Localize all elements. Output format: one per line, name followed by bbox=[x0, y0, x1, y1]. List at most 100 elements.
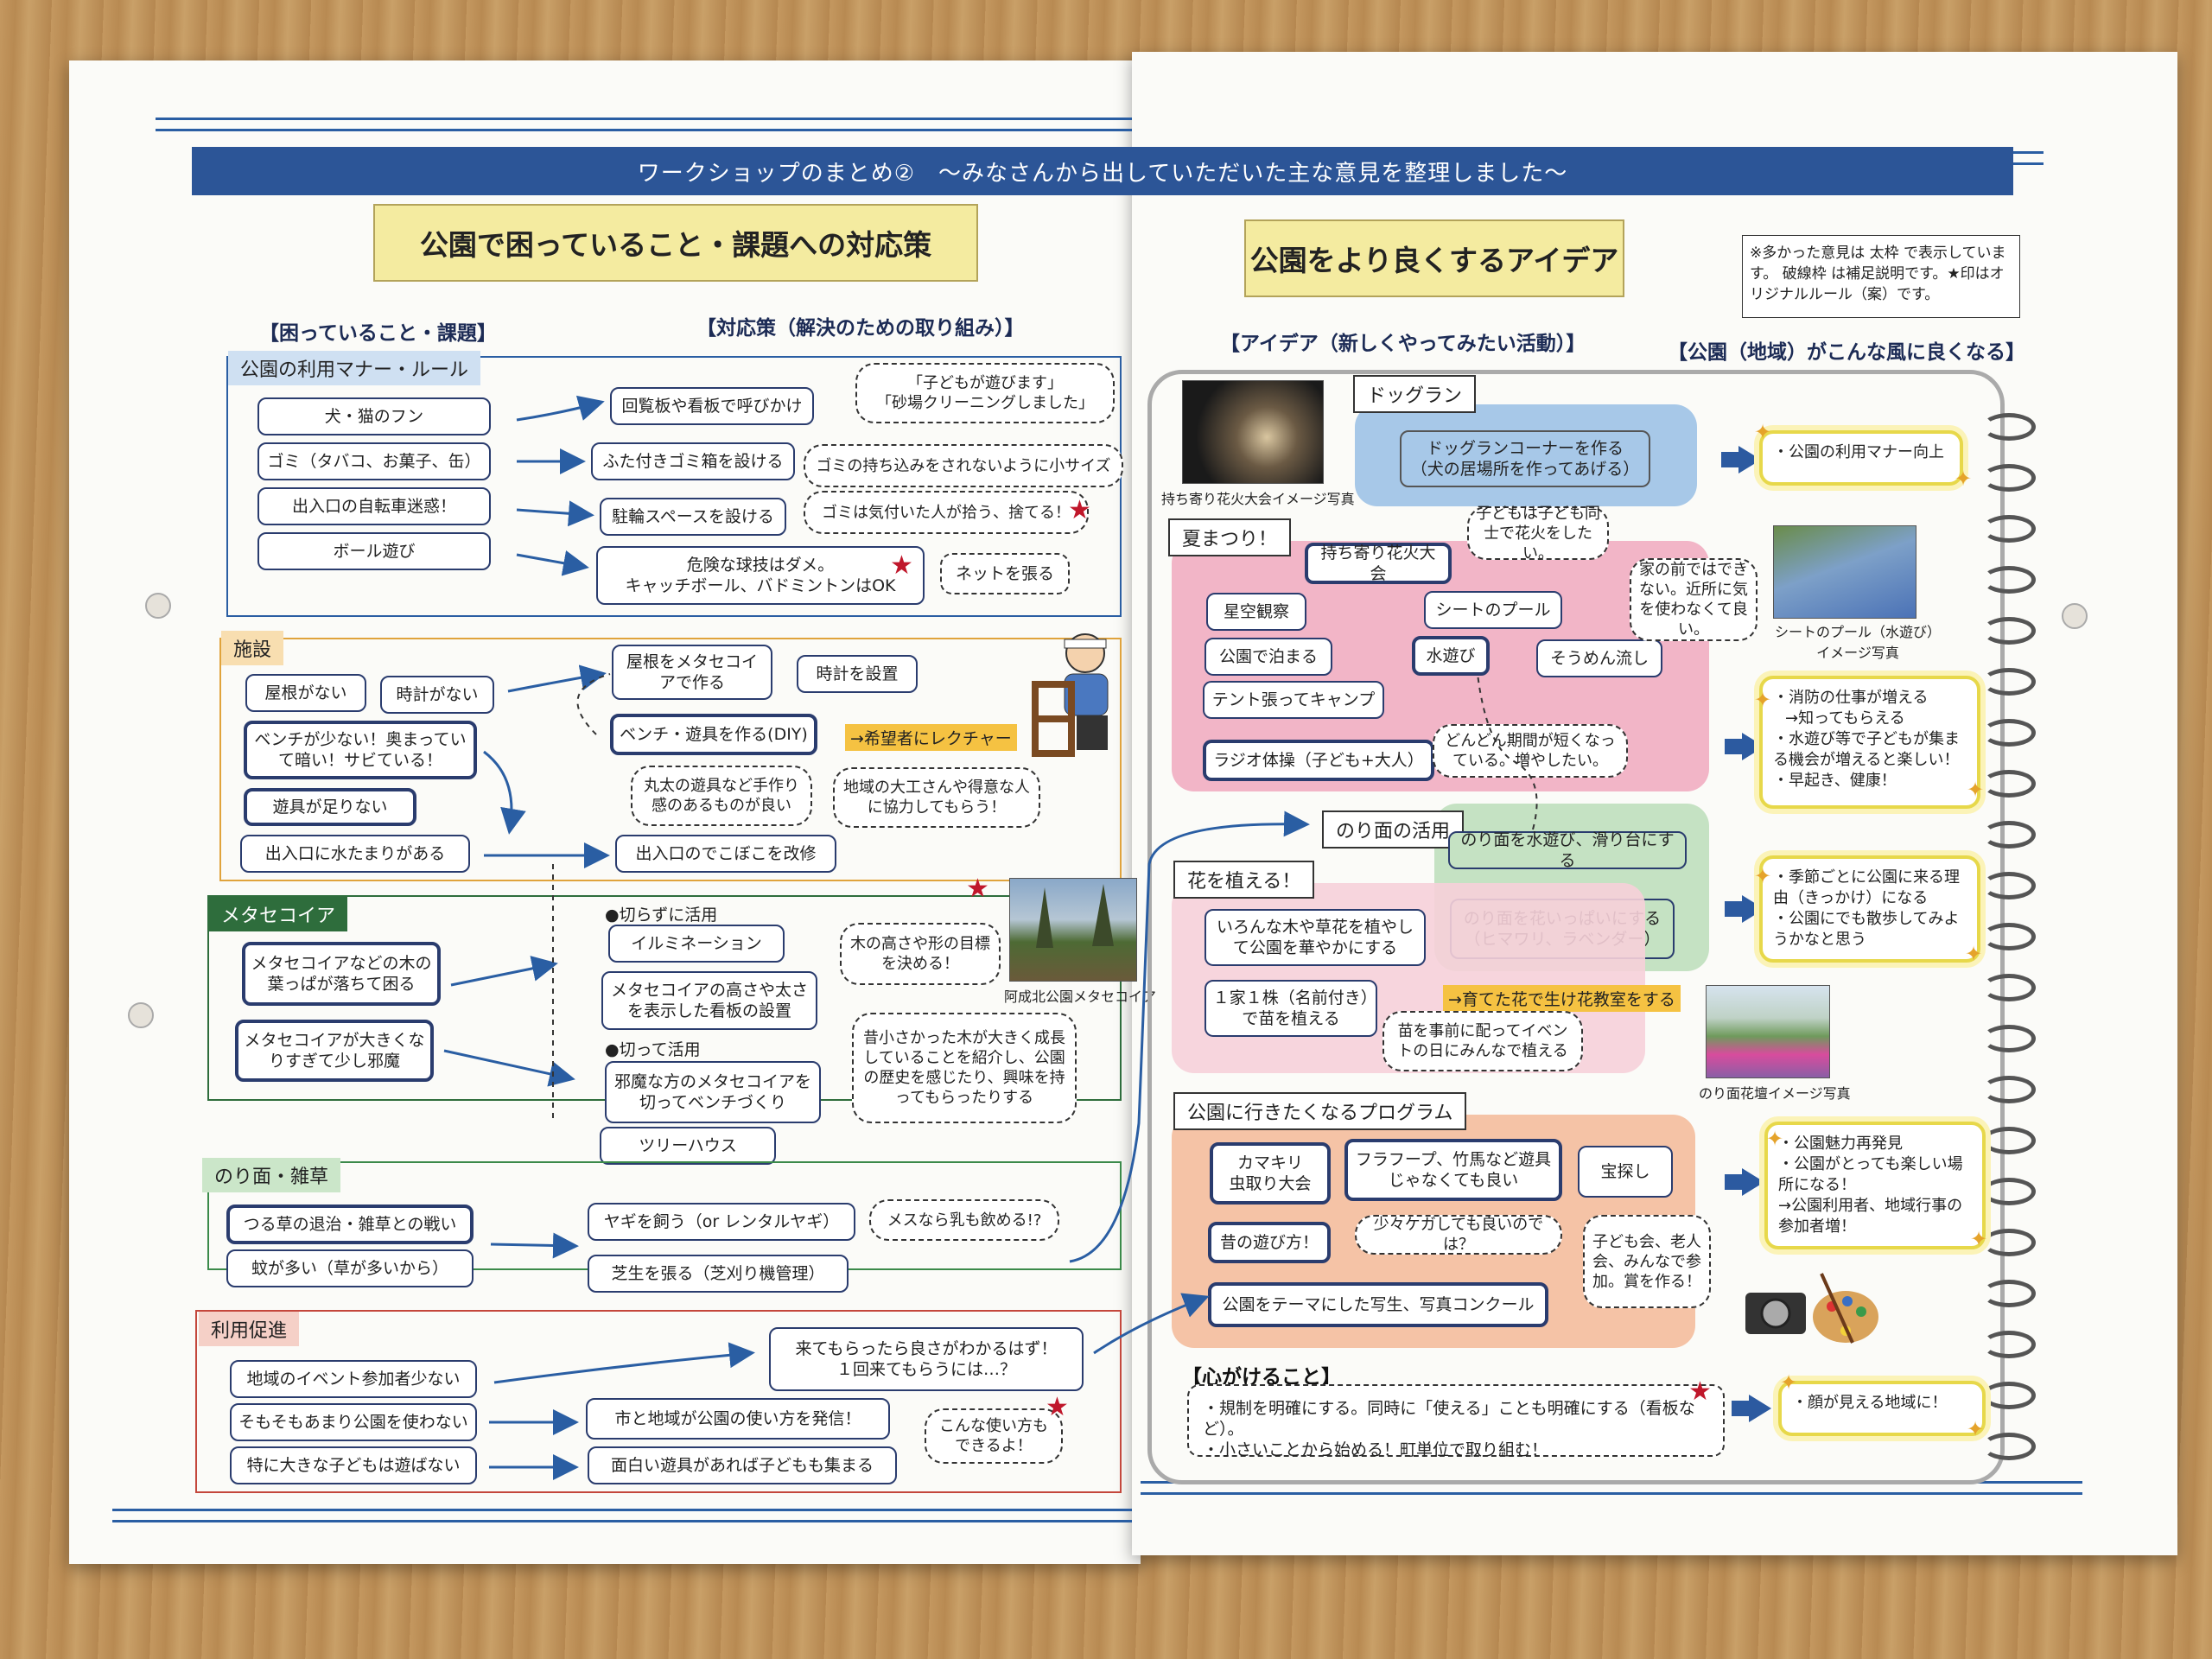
binder-ring bbox=[1982, 1331, 2036, 1358]
binder-ring bbox=[1982, 464, 2036, 492]
photo-caption: のり面花壇イメージ写真 bbox=[1699, 1085, 1851, 1102]
result-line: ・早起き、健康！ bbox=[1773, 772, 1897, 790]
note-cloud: 昔小さかった木が大きく成長していることを紹介し、公園の歴史を感じたり、興味を持っ… bbox=[852, 1013, 1077, 1123]
idea-box: のり面を水遊び、滑り台にする bbox=[1448, 830, 1687, 870]
tab-summer: 夏まつり！ bbox=[1168, 518, 1292, 556]
solution-box: 市と地域が公園の使い方を発信！ bbox=[586, 1398, 890, 1440]
result-line: ・消防の仕事が増える bbox=[1773, 689, 1929, 707]
binder-ring bbox=[1982, 1433, 2036, 1460]
note-cloud: 家の前ではできない。近所に気を使わなくて良い。 bbox=[1630, 558, 1758, 641]
problem-box: つる草の退治・雑草との戦い bbox=[226, 1205, 474, 1244]
pool-photo bbox=[1773, 525, 1916, 619]
note-cloud: どんどん期間が短くなっている。増やしたい。 bbox=[1433, 724, 1628, 778]
idea-box: そうめん流し bbox=[1536, 639, 1662, 677]
column-heading-ideas: 【アイデア（新しくやってみたい活動）】 bbox=[1220, 333, 1586, 355]
punch-hole bbox=[2062, 603, 2088, 629]
problem-box: 特に大きな子どもは遊ばない bbox=[230, 1446, 477, 1484]
tab-slope: のり面・雑草 bbox=[202, 1158, 341, 1192]
bottom-rule-left bbox=[112, 1509, 1132, 1522]
solution-box: ツリーハウス bbox=[600, 1127, 776, 1165]
solution-box: 回覧板や看板で呼びかけ bbox=[610, 387, 814, 425]
result-line: ・季節ごとに公園に来る理由（きっかけ）になる bbox=[1773, 868, 1960, 907]
result-arrow bbox=[1721, 446, 1761, 474]
tab-manner: 公園の利用マナー・ルール bbox=[228, 351, 481, 385]
cut-label: ●切って活用 bbox=[605, 1040, 701, 1059]
keep-label: ●切らずに活用 bbox=[605, 906, 718, 925]
note-cloud: 少々ケガしても良いのでは？ bbox=[1355, 1215, 1562, 1255]
binder-ring bbox=[1982, 1076, 2036, 1103]
binder-ring bbox=[1982, 821, 2036, 849]
tab-slope-use: のり面の活用 bbox=[1322, 810, 1465, 849]
column-heading-solutions: 【対応策（解決のための取り組み）】 bbox=[696, 317, 1025, 340]
top-rule-left bbox=[156, 118, 1132, 131]
solution-box: 邪魔な方のメタセコイアを切ってベンチづくり bbox=[605, 1061, 821, 1123]
note-cloud: メスなら乳も飲める!? bbox=[869, 1199, 1059, 1241]
tab-dogrun: ドッグラン bbox=[1353, 375, 1477, 413]
solution-box: 駐輪スペースを設ける bbox=[600, 498, 786, 536]
binder-ring bbox=[1982, 770, 2036, 798]
section-manner bbox=[226, 356, 1122, 617]
idea-box: 水遊び bbox=[1412, 636, 1490, 676]
sparkle-icon: ✦ bbox=[1754, 420, 1772, 444]
sparkle-icon: ✦ bbox=[1965, 942, 1983, 966]
tab-program: 公園に行きたくなるプログラム bbox=[1173, 1092, 1467, 1130]
idea-box: 星空観察 bbox=[1206, 593, 1306, 631]
star-icon: ★ bbox=[1046, 1392, 1069, 1422]
result-line: ・公園にでも散歩してみようかなと思う bbox=[1773, 910, 1960, 949]
binder-ring bbox=[1982, 566, 2036, 594]
solution-box: 来てもらったら良さがわかるはず！ １回来てもらうには…？ bbox=[769, 1327, 1084, 1391]
idea-box: フラフープ、竹馬など遊具じゃなくても良い bbox=[1344, 1139, 1562, 1201]
ikebana-highlight: →育てた花で生け花教室をする bbox=[1443, 985, 1681, 1012]
section-promo bbox=[195, 1310, 1122, 1493]
tab-promo: 利用促進 bbox=[199, 1312, 300, 1346]
result-box: ・公園魅力再発見 ・公園がとっても楽しい場所になる！ →公園利用者、地域行事の参… bbox=[1764, 1122, 1986, 1249]
note-cloud: 「子どもが遊びます」 「砂場クリーニングしました」 bbox=[855, 363, 1115, 423]
problem-box: ボール遊び bbox=[257, 532, 491, 570]
idea-box: いろんな木や草花を植やして公園を華やかにする bbox=[1205, 909, 1426, 966]
note-cloud: 子ども会、老人会、みんなで参加。賞を作る！ bbox=[1583, 1215, 1711, 1308]
problem-box: メタセコイアなどの木の葉っぱが落ちて困る bbox=[242, 942, 441, 1006]
note-cloud: 丸太の遊具など手作り感のあるものが良い bbox=[631, 766, 812, 826]
result-arrow bbox=[1725, 1168, 1764, 1196]
note-cloud: 子どもは子ども同士で花火をしたい。 bbox=[1467, 505, 1609, 563]
punch-hole bbox=[145, 593, 171, 619]
note-cloud: 地域の大工さんや得意な人に協力してもらう！ bbox=[833, 767, 1040, 828]
solution-box: 危険な球技はダメ。 キャッチボール、バドミントンはOK bbox=[596, 546, 925, 605]
problem-box: そもそもあまり公園を使わない bbox=[230, 1403, 477, 1441]
result-line: ・水遊び等で子どもが集まる機会が増えると楽しい！ bbox=[1773, 730, 1960, 769]
binder-ring bbox=[1982, 1229, 2036, 1256]
result-line: ・公園魅力再発見 bbox=[1778, 1135, 1903, 1153]
solution-box: 面白い遊具があれば子どもも集まる bbox=[588, 1446, 897, 1484]
binder-ring bbox=[1982, 1025, 2036, 1052]
tab-facility: 施設 bbox=[221, 631, 284, 665]
mindset-line: ・規制を明確にする。同時に「使える」ことも明確にする（看板など）。 bbox=[1203, 1399, 1695, 1439]
idea-box: ラジオ体操（子ども+大人） bbox=[1203, 740, 1434, 781]
sparkle-icon: ✦ bbox=[1780, 1370, 1798, 1395]
right-page-title: 公園をより良くするアイデア bbox=[1249, 244, 1619, 277]
result-box: ・公園の利用マナー向上 bbox=[1759, 430, 1963, 486]
problem-box: 屋根がない bbox=[245, 674, 366, 712]
binder-ring bbox=[1982, 617, 2036, 645]
idea-box: 昔の遊び方！ bbox=[1208, 1222, 1331, 1263]
solution-box: 出入口のでこぼこを改修 bbox=[615, 835, 836, 873]
result-line: →知ってもらえる bbox=[1785, 709, 1905, 728]
idea-box: 公園で泊まる bbox=[1205, 638, 1332, 676]
star-icon: ★ bbox=[966, 874, 989, 904]
note-cloud: ゴミの持ち込みをされないように小サイズ bbox=[804, 444, 1123, 487]
note-cloud: 苗を事前に配ってイベントの日にみんなで植える bbox=[1382, 1011, 1583, 1071]
right-title-ribbon: 公園をより良くするアイデア bbox=[1244, 219, 1624, 297]
problem-box: ゴミ（タバコ、お菓子、缶） bbox=[257, 442, 491, 480]
solution-box: 時計を設置 bbox=[797, 655, 918, 693]
binder-ring bbox=[1982, 1178, 2036, 1205]
fireworks-photo bbox=[1182, 380, 1324, 484]
column-heading-results: 【公園（地域）がこんな風に良くなる】 bbox=[1668, 341, 2025, 364]
result-box: ・顔が見える地域に！ bbox=[1778, 1381, 1986, 1436]
note-cloud: こんな使い方もできるよ！ bbox=[925, 1408, 1063, 1464]
result-line: ・公園がとっても楽しい場所になる！ bbox=[1778, 1155, 1963, 1194]
binder-ring bbox=[1982, 1280, 2036, 1307]
result-line: →公園利用者、地域行事の参加者増！ bbox=[1778, 1197, 1963, 1236]
problem-box: 時計がない bbox=[380, 676, 494, 714]
idea-box: シートのプール bbox=[1424, 591, 1562, 629]
problem-box: 犬・猫のフン bbox=[257, 397, 491, 435]
